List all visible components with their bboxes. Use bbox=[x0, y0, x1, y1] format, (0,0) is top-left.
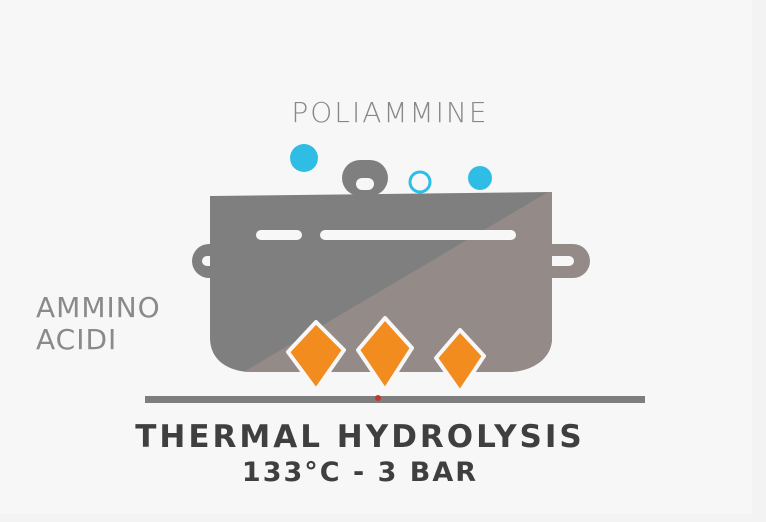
pot-illustration bbox=[145, 144, 645, 403]
bubble-icon bbox=[408, 170, 432, 194]
bubble-icon bbox=[290, 144, 318, 172]
label-ammino: AMMINO bbox=[36, 291, 161, 324]
flame-icon bbox=[286, 320, 346, 392]
label-ammino-acidi: AMMINO ACIDI bbox=[36, 292, 161, 356]
pot-handle-right-hole bbox=[548, 256, 574, 266]
lid-knob-hole bbox=[356, 178, 374, 190]
title-line-1: THERMAL HYDROLYSIS bbox=[135, 419, 585, 455]
flame-icon bbox=[434, 328, 486, 394]
lid-strip-long bbox=[320, 230, 516, 240]
lid-strip-short bbox=[256, 230, 302, 240]
ember-dot bbox=[375, 395, 381, 401]
flame-icon bbox=[356, 316, 414, 392]
label-acidi: ACIDI bbox=[36, 323, 118, 356]
label-poliammine: POLIAMMINE bbox=[291, 96, 489, 129]
stove-line bbox=[145, 396, 645, 403]
bubble-icon bbox=[468, 166, 492, 190]
title-line-2: 133°C - 3 BAR bbox=[241, 457, 479, 488]
diagram-title: THERMAL HYDROLYSIS 133°C - 3 BAR bbox=[100, 418, 620, 490]
